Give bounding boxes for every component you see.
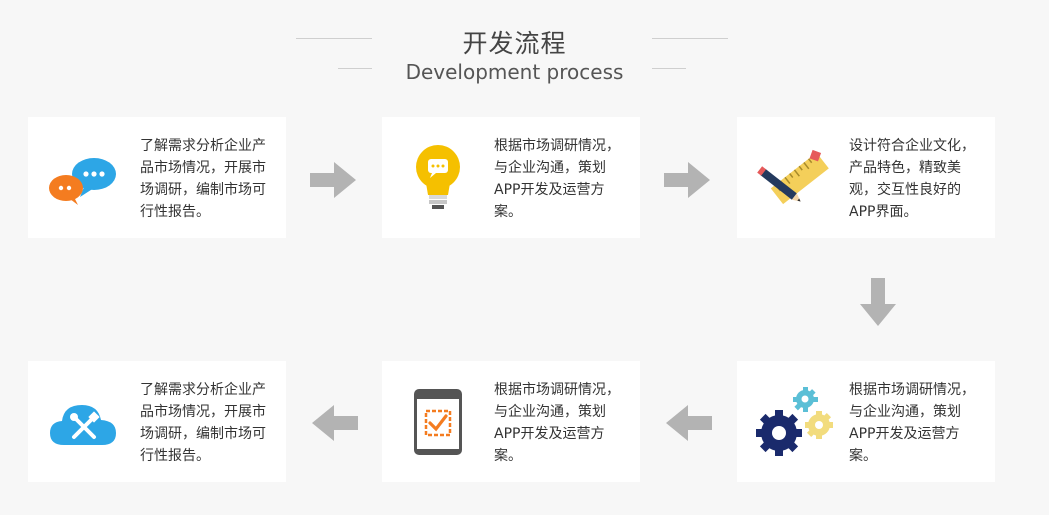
arrow-right-icon: [306, 158, 362, 202]
arrow-down-icon: [850, 276, 906, 328]
step-card-5: 根据市场调研情况，与企业沟通，策划APP开发及运营方案。: [382, 361, 640, 482]
step-description: 设计符合企业文化，产品特色，精致美观，交互性良好的 APP界面。: [849, 138, 975, 220]
step-description: 根据市场调研情况，与企业沟通，策划APP开发及运营方案。: [494, 382, 620, 464]
step-card-4: 根据市场调研情况，与企业沟通，策划APP开发及运营方案。: [737, 361, 995, 482]
step-card-3: 设计符合企业文化，产品特色，精致美观，交互性良好的 APP界面。: [737, 117, 995, 238]
divider-line: [338, 68, 372, 69]
divider-line: [296, 38, 372, 39]
step-card-1: 了解需求分析企业产品市场情况，开展市场调研，编制市场可行性报告。: [28, 117, 286, 238]
page-subtitle: Development process: [405, 60, 624, 84]
divider-line: [652, 68, 686, 69]
section-header: 开发流程 Development process: [0, 0, 1049, 100]
step-card-6: 了解需求分析企业产品市场情况，开展市场调研，编制市场可行性报告。: [28, 361, 286, 482]
step-description: 了解需求分析企业产品市场情况，开展市场调研，编制市场可行性报告。: [140, 138, 266, 220]
phone-checkbox-icon: [398, 387, 474, 457]
arrow-right-icon: [660, 158, 716, 202]
step-description: 根据市场调研情况，与企业沟通，策划APP开发及运营方案。: [849, 382, 975, 464]
step-description: 了解需求分析企业产品市场情况，开展市场调研，编制市场可行性报告。: [140, 382, 266, 464]
gears-icon: [753, 383, 837, 459]
step-description: 根据市场调研情况，与企业沟通，策划 APP开发及运营方案。: [494, 138, 620, 220]
chat-bubbles-icon: [44, 143, 120, 213]
page-title: 开发流程: [462, 29, 567, 58]
pencil-ruler-icon: [753, 143, 829, 213]
cloud-tools-icon: [44, 387, 120, 457]
divider-line: [652, 38, 728, 39]
lightbulb-icon: [398, 143, 474, 213]
arrow-left-icon: [660, 401, 716, 445]
arrow-left-icon: [306, 401, 362, 445]
step-card-2: 根据市场调研情况，与企业沟通，策划 APP开发及运营方案。: [382, 117, 640, 238]
